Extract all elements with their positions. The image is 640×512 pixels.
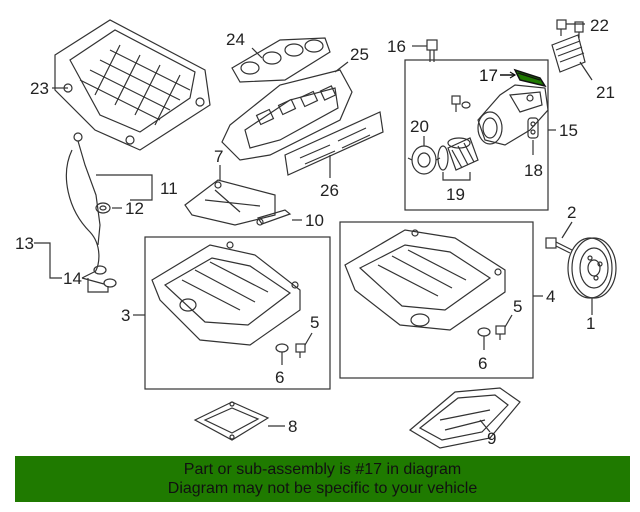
- callout-6b: 6: [478, 354, 487, 373]
- gasket-24-drawing: [231, 37, 331, 83]
- callout-19: 19: [446, 185, 465, 204]
- leader-21: [579, 61, 593, 81]
- washer-14-drawing: [93, 265, 117, 288]
- leader-25: [334, 61, 349, 73]
- callout-2: 2: [567, 203, 576, 222]
- leader-13: [34, 242, 62, 279]
- bolt-22-drawing: [556, 19, 567, 36]
- callout-25: 25: [350, 45, 369, 64]
- callout-26: 26: [320, 181, 339, 200]
- callout-7: 7: [214, 147, 223, 166]
- o-ring-12-drawing: [95, 202, 111, 214]
- bolt-5b-drawing: [495, 325, 506, 340]
- bolt-16-drawing: [426, 39, 438, 62]
- callout-12: 12: [125, 199, 144, 218]
- callout-20: 20: [410, 117, 429, 136]
- callout-5b: 5: [513, 297, 522, 316]
- leader-9: [479, 419, 491, 433]
- washer-6a-drawing: [275, 343, 289, 353]
- gasket-17-highlighted[interactable]: [513, 68, 547, 88]
- leader-5b: [504, 314, 513, 328]
- lower-manifold-drawing: [221, 69, 353, 161]
- assembly-box-15: [404, 59, 549, 211]
- callout-24: 24: [226, 30, 245, 49]
- callout-22: 22: [590, 16, 609, 35]
- housing-bolt-drawing: [451, 95, 471, 112]
- banner-line-2: Diagram may not be specific to your vehi…: [167, 480, 478, 497]
- callout-1: 1: [586, 314, 595, 333]
- callout-8: 8: [288, 417, 297, 436]
- bolt-5a-drawing: [295, 343, 306, 358]
- callout-5a: 5: [310, 313, 319, 332]
- oil-pan-4-drawing: [344, 229, 506, 331]
- intake-manifold-drawing: [54, 19, 211, 151]
- callout-4: 4: [546, 287, 555, 306]
- gasket-18-drawing: [527, 117, 539, 139]
- callout-14: 14: [63, 269, 82, 288]
- baffle-7-drawing: [184, 179, 276, 226]
- filter-element-19-drawing: [447, 137, 479, 171]
- oil-pan-upper-3-drawing: [151, 241, 301, 346]
- notice-banner: Part or sub-assembly is #17 in diagram D…: [15, 456, 630, 502]
- sensor-10-drawing: [256, 209, 292, 226]
- leader-14: [81, 271, 109, 293]
- banner-line-1: Part or sub-assembly is #17 in diagram: [183, 461, 462, 478]
- leader-11: [96, 174, 153, 201]
- assembly-box-3: [144, 236, 331, 390]
- leader-2: [561, 221, 573, 239]
- crank-pulley-1-drawing: [567, 237, 617, 299]
- washer-6b-drawing: [477, 327, 491, 337]
- oil-cooler-21-drawing: [551, 21, 586, 73]
- bolt-2-drawing: [545, 237, 573, 254]
- assembly-box-4: [339, 221, 534, 379]
- oil-filter-housing-drawing: [477, 84, 549, 146]
- callout-16: 16: [387, 37, 406, 56]
- callout-15: 15: [559, 121, 578, 140]
- filter-cap-20-drawing: [407, 145, 449, 175]
- leader-24: [251, 47, 263, 59]
- leader-5a: [304, 332, 313, 346]
- callout-21: 21: [596, 83, 615, 102]
- leader-19: [442, 172, 471, 181]
- callout-17-highlighted: 17: [479, 66, 498, 85]
- callout-23: 23: [30, 79, 49, 98]
- callout-3: 3: [121, 306, 130, 325]
- lower-pan-9-drawing: [408, 387, 521, 449]
- callout-10: 10: [305, 211, 324, 230]
- dipstick-drawing: [65, 132, 101, 273]
- gasket-26-drawing: [284, 111, 384, 176]
- callout-18: 18: [524, 161, 543, 180]
- callout-9: 9: [487, 429, 496, 448]
- callout-13: 13: [15, 234, 34, 253]
- arrow-17: [509, 71, 517, 79]
- cover-8-drawing: [193, 401, 270, 441]
- callout-11: 11: [160, 179, 178, 198]
- callout-6a: 6: [275, 368, 284, 387]
